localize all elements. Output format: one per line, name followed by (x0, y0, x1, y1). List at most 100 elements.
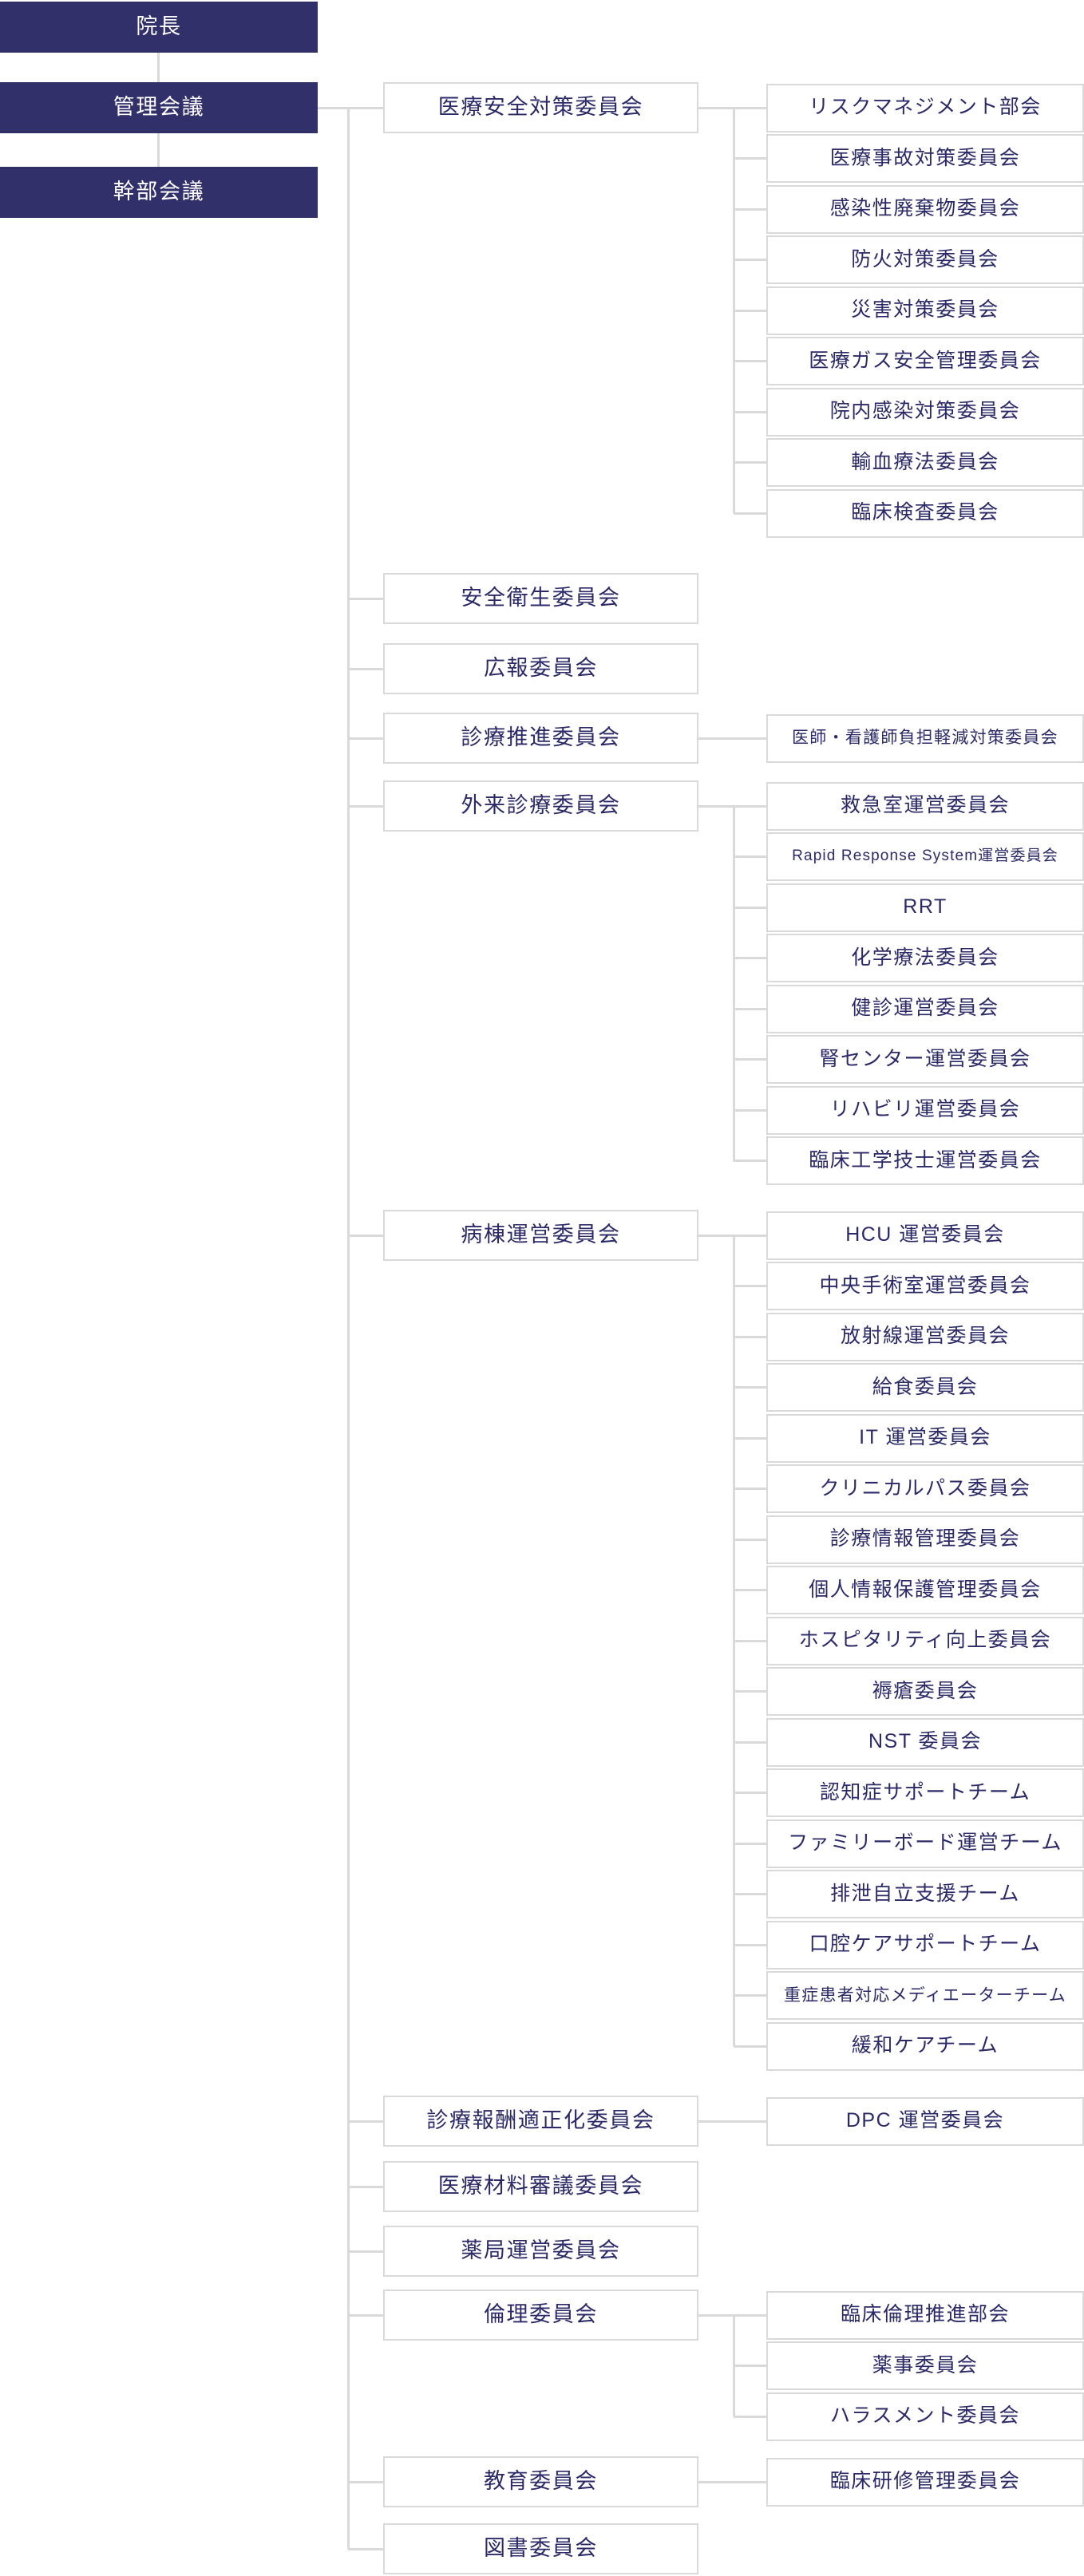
connector-horizontal-line (348, 804, 383, 808)
org-node-level3: 放射線運営委員会 (766, 1312, 1084, 1361)
org-node-level3: 臨床検査委員会 (766, 488, 1084, 538)
connector-horizontal-line (348, 106, 383, 109)
connector-vertical-line (156, 133, 160, 167)
connector-horizontal-line (734, 360, 766, 362)
org-node-level2: 医療材料審議委員会 (383, 2161, 698, 2212)
org-node-level3: 医療事故対策委員会 (766, 134, 1084, 183)
connector-horizontal-line (734, 309, 766, 312)
org-node-level3: ハラスメント委員会 (766, 2392, 1084, 2441)
connector-horizontal-line (348, 2185, 383, 2188)
connector-vertical-line (156, 53, 160, 82)
connector-horizontal-line (734, 157, 766, 160)
org-node-level3: 診療情報管理委員会 (766, 1515, 1084, 1564)
connector-horizontal-line (698, 2120, 766, 2123)
connector-horizontal-line (734, 1538, 766, 1541)
org-node-level3: 口腔ケアサポートチーム (766, 1920, 1084, 1970)
org-node-level2: 図書委員会 (383, 2523, 698, 2574)
connector-horizontal-line (734, 1488, 766, 1490)
connector-horizontal-line (734, 512, 766, 515)
org-node-level3: 給食委員会 (766, 1363, 1084, 1412)
connector-vertical-line (732, 806, 735, 1161)
org-node-level3: 腎センター運営委員会 (766, 1035, 1084, 1084)
connector-horizontal-line (348, 2547, 383, 2550)
connector-horizontal-line (734, 207, 766, 211)
org-node-level3: 中央手術室運営委員会 (766, 1262, 1084, 1310)
org-node-level3: 災害対策委員会 (766, 286, 1084, 335)
org-node-level3: DPC 運営委員会 (766, 2096, 1084, 2146)
connector-horizontal-line (734, 1740, 766, 1744)
org-node-level3: 重症患者対応メディエーターチーム (766, 1971, 1084, 2020)
connector-horizontal-line (318, 106, 350, 109)
connector-horizontal-line (734, 2313, 766, 2317)
connector-horizontal-line (734, 1058, 766, 1061)
connector-horizontal-line (734, 1639, 766, 1642)
connector-horizontal-line (734, 1994, 766, 1997)
org-node-level2: 診療報酬適正化委員会 (383, 2096, 698, 2147)
connector-horizontal-line (734, 906, 766, 909)
connector-horizontal-line (734, 855, 766, 858)
org-node-level3: 救急室運営委員会 (766, 781, 1084, 831)
org-node-level3: 防火対策委員会 (766, 235, 1084, 284)
connector-horizontal-line (734, 1335, 766, 1338)
connector-horizontal-line (348, 2120, 383, 2123)
connector-horizontal-line (734, 804, 766, 808)
connector-horizontal-line (734, 1285, 766, 1287)
org-node-level2: 外来診療委員会 (383, 780, 698, 832)
connector-horizontal-line (734, 1589, 766, 1591)
connector-horizontal-line (698, 106, 735, 109)
org-node-level3: 個人情報保護管理委員会 (766, 1566, 1084, 1614)
connector-horizontal-line (348, 2313, 383, 2317)
connector-horizontal-line (734, 1160, 766, 1162)
org-node-level2: 医療安全対策委員会 (383, 82, 698, 133)
connector-horizontal-line (734, 1792, 766, 1794)
org-node-level3: 感染性廃棄物委員会 (766, 184, 1084, 234)
org-node-level3: 健診運営委員会 (766, 984, 1084, 1033)
org-node-level3: 医師・看護師負担軽減対策委員会 (766, 713, 1084, 763)
org-node-level3: リスクマネジメント部会 (766, 83, 1084, 132)
connector-horizontal-line (348, 2250, 383, 2253)
connector-horizontal-line (348, 1234, 383, 1237)
connector-horizontal-line (734, 461, 766, 464)
connector-horizontal-line (698, 2313, 735, 2317)
connector-horizontal-line (734, 259, 766, 261)
org-node-level2: 安全衛生委員会 (383, 573, 698, 624)
connector-horizontal-line (734, 1893, 766, 1895)
connector-horizontal-line (734, 957, 766, 959)
org-node-level3: 臨床研修管理委員会 (766, 2457, 1084, 2507)
org-node-level3: 緩和ケアチーム (766, 2021, 1084, 2071)
org-node-level1: 幹部会議 (0, 167, 318, 218)
org-node-level3: ファミリーボード運営チーム (766, 1819, 1084, 1868)
org-node-level3: NST 委員会 (766, 1717, 1084, 1767)
org-node-level3: 輸血療法委員会 (766, 438, 1084, 487)
org-node-level3: 薬事委員会 (766, 2341, 1084, 2390)
connector-horizontal-line (698, 2480, 766, 2483)
org-node-level3: 臨床工学技士運営委員会 (766, 1136, 1084, 1185)
connector-horizontal-line (734, 1386, 766, 1389)
org-node-level2: 教育委員会 (383, 2456, 698, 2507)
connector-horizontal-line (734, 2365, 766, 2367)
connector-vertical-line (346, 108, 350, 2549)
org-node-level3: IT 運営委員会 (766, 1413, 1084, 1463)
org-node-level3: Rapid Response System運営委員会 (766, 832, 1084, 881)
connector-horizontal-line (734, 410, 766, 413)
org-node-level3: 臨床倫理推進部会 (766, 2290, 1084, 2340)
org-node-level3: RRT (766, 883, 1084, 932)
connector-horizontal-line (734, 2045, 766, 2048)
org-node-level3: HCU 運営委員会 (766, 1211, 1084, 1260)
org-node-level3: ホスピタリティ向上委員会 (766, 1616, 1084, 1665)
org-node-level3: 排泄自立支援チーム (766, 1870, 1084, 1918)
org-node-level3: 褥瘡委員会 (766, 1667, 1084, 1716)
org-node-level2: 広報委員会 (383, 643, 698, 694)
connector-horizontal-line (734, 1943, 766, 1946)
org-node-level2: 倫理委員会 (383, 2290, 698, 2341)
connector-horizontal-line (348, 737, 383, 740)
connector-horizontal-line (734, 2415, 766, 2418)
connector-horizontal-line (348, 2480, 383, 2483)
org-node-level1: 院長 (0, 2, 318, 53)
org-node-level3: 院内感染対策委員会 (766, 387, 1084, 437)
connector-horizontal-line (348, 667, 383, 670)
connector-horizontal-line (698, 737, 766, 740)
org-node-level3: 医療ガス安全管理委員会 (766, 337, 1084, 385)
org-node-level3: 認知症サポートチーム (766, 1768, 1084, 1817)
